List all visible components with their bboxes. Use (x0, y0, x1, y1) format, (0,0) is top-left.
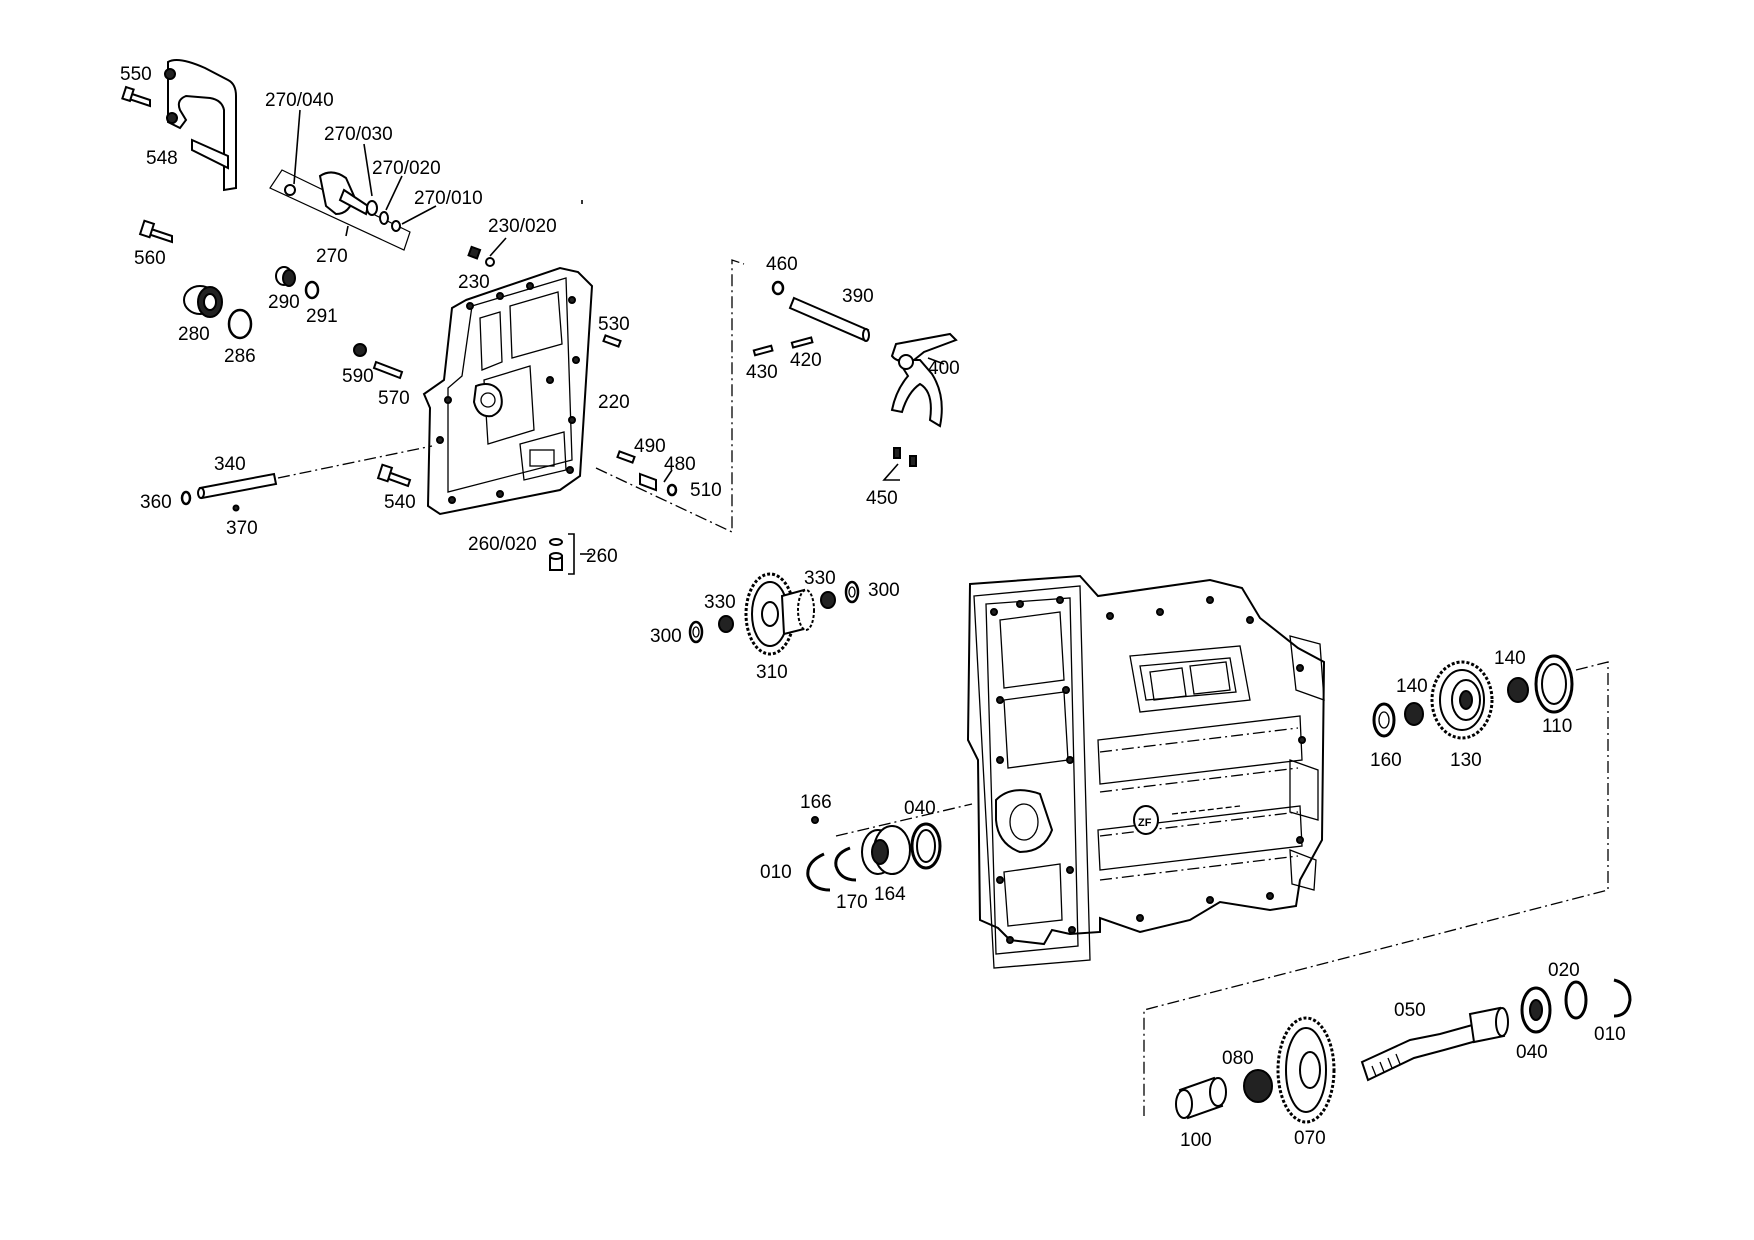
cover-plate-220 (422, 266, 594, 516)
label-330b: 330 (804, 568, 836, 589)
label-430: 430 (746, 362, 778, 383)
plug-590 (353, 343, 367, 357)
label-140a: 140 (1396, 676, 1428, 697)
label-291: 291 (306, 306, 338, 327)
leader-lines (293, 109, 945, 555)
pin-430 (752, 344, 774, 357)
label-570: 570 (378, 388, 410, 409)
label-450: 450 (866, 488, 898, 509)
part-labels: 550 548 560 280 286 290 291 270/040 270/… (120, 64, 1626, 1151)
shaft-group-bottom (1175, 978, 1632, 1124)
shift-fork-400 (890, 332, 958, 428)
bolt-540 (376, 463, 412, 488)
label-390: 390 (842, 286, 874, 307)
label-040b: 040 (1516, 1042, 1548, 1063)
label-270: 270 (316, 246, 348, 267)
label-010a: 010 (760, 862, 792, 883)
bearing-280 (183, 285, 223, 318)
label-360: 360 (140, 492, 172, 513)
pin-530 (602, 334, 622, 348)
label-300b: 300 (868, 580, 900, 601)
label-260-020: 260/020 (468, 534, 537, 555)
ring-510 (666, 483, 678, 497)
label-010b: 010 (1594, 1024, 1626, 1045)
gear-group-right (1143, 654, 1609, 1116)
label-270-030: 270/030 (324, 124, 393, 145)
label-230-020: 230/020 (488, 216, 557, 237)
label-290: 290 (268, 292, 300, 313)
label-270-020: 270/020 (372, 158, 441, 179)
bearing-group-left (806, 803, 973, 892)
piston-480 (639, 472, 657, 492)
pin-420 (790, 336, 814, 349)
label-220: 220 (598, 392, 630, 413)
ring-291 (304, 280, 320, 300)
label-540: 540 (384, 492, 416, 513)
label-080: 080 (1222, 1048, 1254, 1069)
label-270-040: 270/040 (265, 90, 334, 111)
label-560: 560 (134, 248, 166, 269)
stud-570 (372, 360, 404, 380)
ring-460 (771, 280, 785, 296)
label-040a: 040 (904, 798, 936, 819)
bushing-290 (275, 266, 296, 287)
pin-370 (232, 504, 240, 512)
label-310: 310 (756, 662, 788, 683)
bracket-548 (164, 59, 237, 192)
bolt-560 (138, 219, 173, 244)
label-164: 164 (874, 884, 906, 905)
label-400: 400 (928, 358, 960, 379)
label-300a: 300 (650, 626, 682, 647)
label-280: 280 (178, 324, 210, 345)
label-286: 286 (224, 346, 256, 367)
label-166: 166 (800, 792, 832, 813)
label-070: 070 (1294, 1128, 1326, 1149)
label-460: 460 (766, 254, 798, 275)
idler-gear-group (688, 572, 860, 656)
shaft-340 (197, 445, 433, 500)
label-050: 050 (1394, 1000, 1426, 1021)
label-170: 170 (836, 892, 868, 913)
bolt-550 (121, 85, 151, 108)
label-340: 340 (214, 454, 246, 475)
ring-360 (180, 490, 192, 506)
plug-230 (467, 245, 495, 267)
label-110: 110 (1542, 716, 1572, 737)
ring-286 (227, 308, 253, 340)
label-140b: 140 (1494, 648, 1526, 669)
label-590: 590 (342, 366, 374, 387)
label-020: 020 (1548, 960, 1580, 981)
label-230: 230 (458, 272, 490, 293)
shaft-390 (788, 296, 870, 342)
label-480: 480 (664, 454, 696, 475)
label-100: 100 (1180, 1130, 1212, 1151)
label-550: 550 (120, 64, 152, 85)
label-330a: 330 (704, 592, 736, 613)
label-270-010: 270/010 (414, 188, 483, 209)
label-548: 548 (146, 148, 178, 169)
label-260: 260 (586, 546, 618, 567)
label-160: 160 (1370, 750, 1402, 771)
label-530: 530 (598, 314, 630, 335)
label-510: 510 (690, 480, 722, 501)
spring-490 (616, 450, 636, 464)
label-490: 490 (634, 436, 666, 457)
sensor-260 (549, 533, 575, 575)
label-420: 420 (790, 350, 822, 371)
sensor-assembly-270 (269, 169, 411, 251)
label-130: 130 (1450, 750, 1482, 771)
label-370: 370 (226, 518, 258, 539)
gearbox-housing: ZF (966, 574, 1326, 969)
screws-450 (882, 447, 917, 481)
svg-text:ZF: ZF (1138, 817, 1152, 829)
